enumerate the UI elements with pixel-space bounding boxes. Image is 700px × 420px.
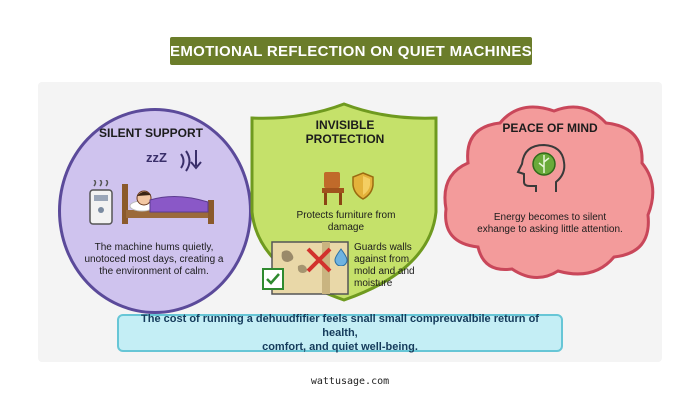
- quiet-sound-icon: [180, 150, 202, 172]
- chair-icon: [322, 172, 344, 205]
- sleep-z-icon: zzZ: [146, 150, 167, 165]
- page-title: EMOTIONAL REFLECTION ON QUIET MACHINES: [170, 37, 532, 65]
- peace-of-mind-text: Energy becomes to silent exhange to aski…: [477, 212, 623, 235]
- peace-of-mind-heading: PEACE OF MIND: [502, 121, 598, 135]
- head-leaf-icon: [516, 143, 566, 192]
- summary-banner: The cost of running a dehuudfifier feels…: [117, 313, 563, 353]
- silent-support-heading: SILENT SUPPORT: [98, 126, 203, 140]
- cross-icon: [306, 247, 332, 273]
- footer-site-name: wattusage.com: [310, 376, 390, 387]
- silent-support-text: The machine hums quietly, unotoced most …: [84, 242, 224, 277]
- furniture-protection-text: Protects furniture from damage: [296, 210, 396, 233]
- check-icon: [262, 268, 284, 290]
- peace-of-mind-cloud: [443, 105, 655, 279]
- shield-icon: [352, 172, 374, 200]
- dehumidifier-icon: [89, 180, 113, 225]
- water-drop-icon: [334, 248, 348, 266]
- sleeping-person-bed-icon: [122, 184, 214, 224]
- invisible-protection-heading: INVISIBLE PROTECTION: [305, 118, 385, 146]
- wall-protection-text: Guards walls against from mold and and m…: [354, 242, 415, 289]
